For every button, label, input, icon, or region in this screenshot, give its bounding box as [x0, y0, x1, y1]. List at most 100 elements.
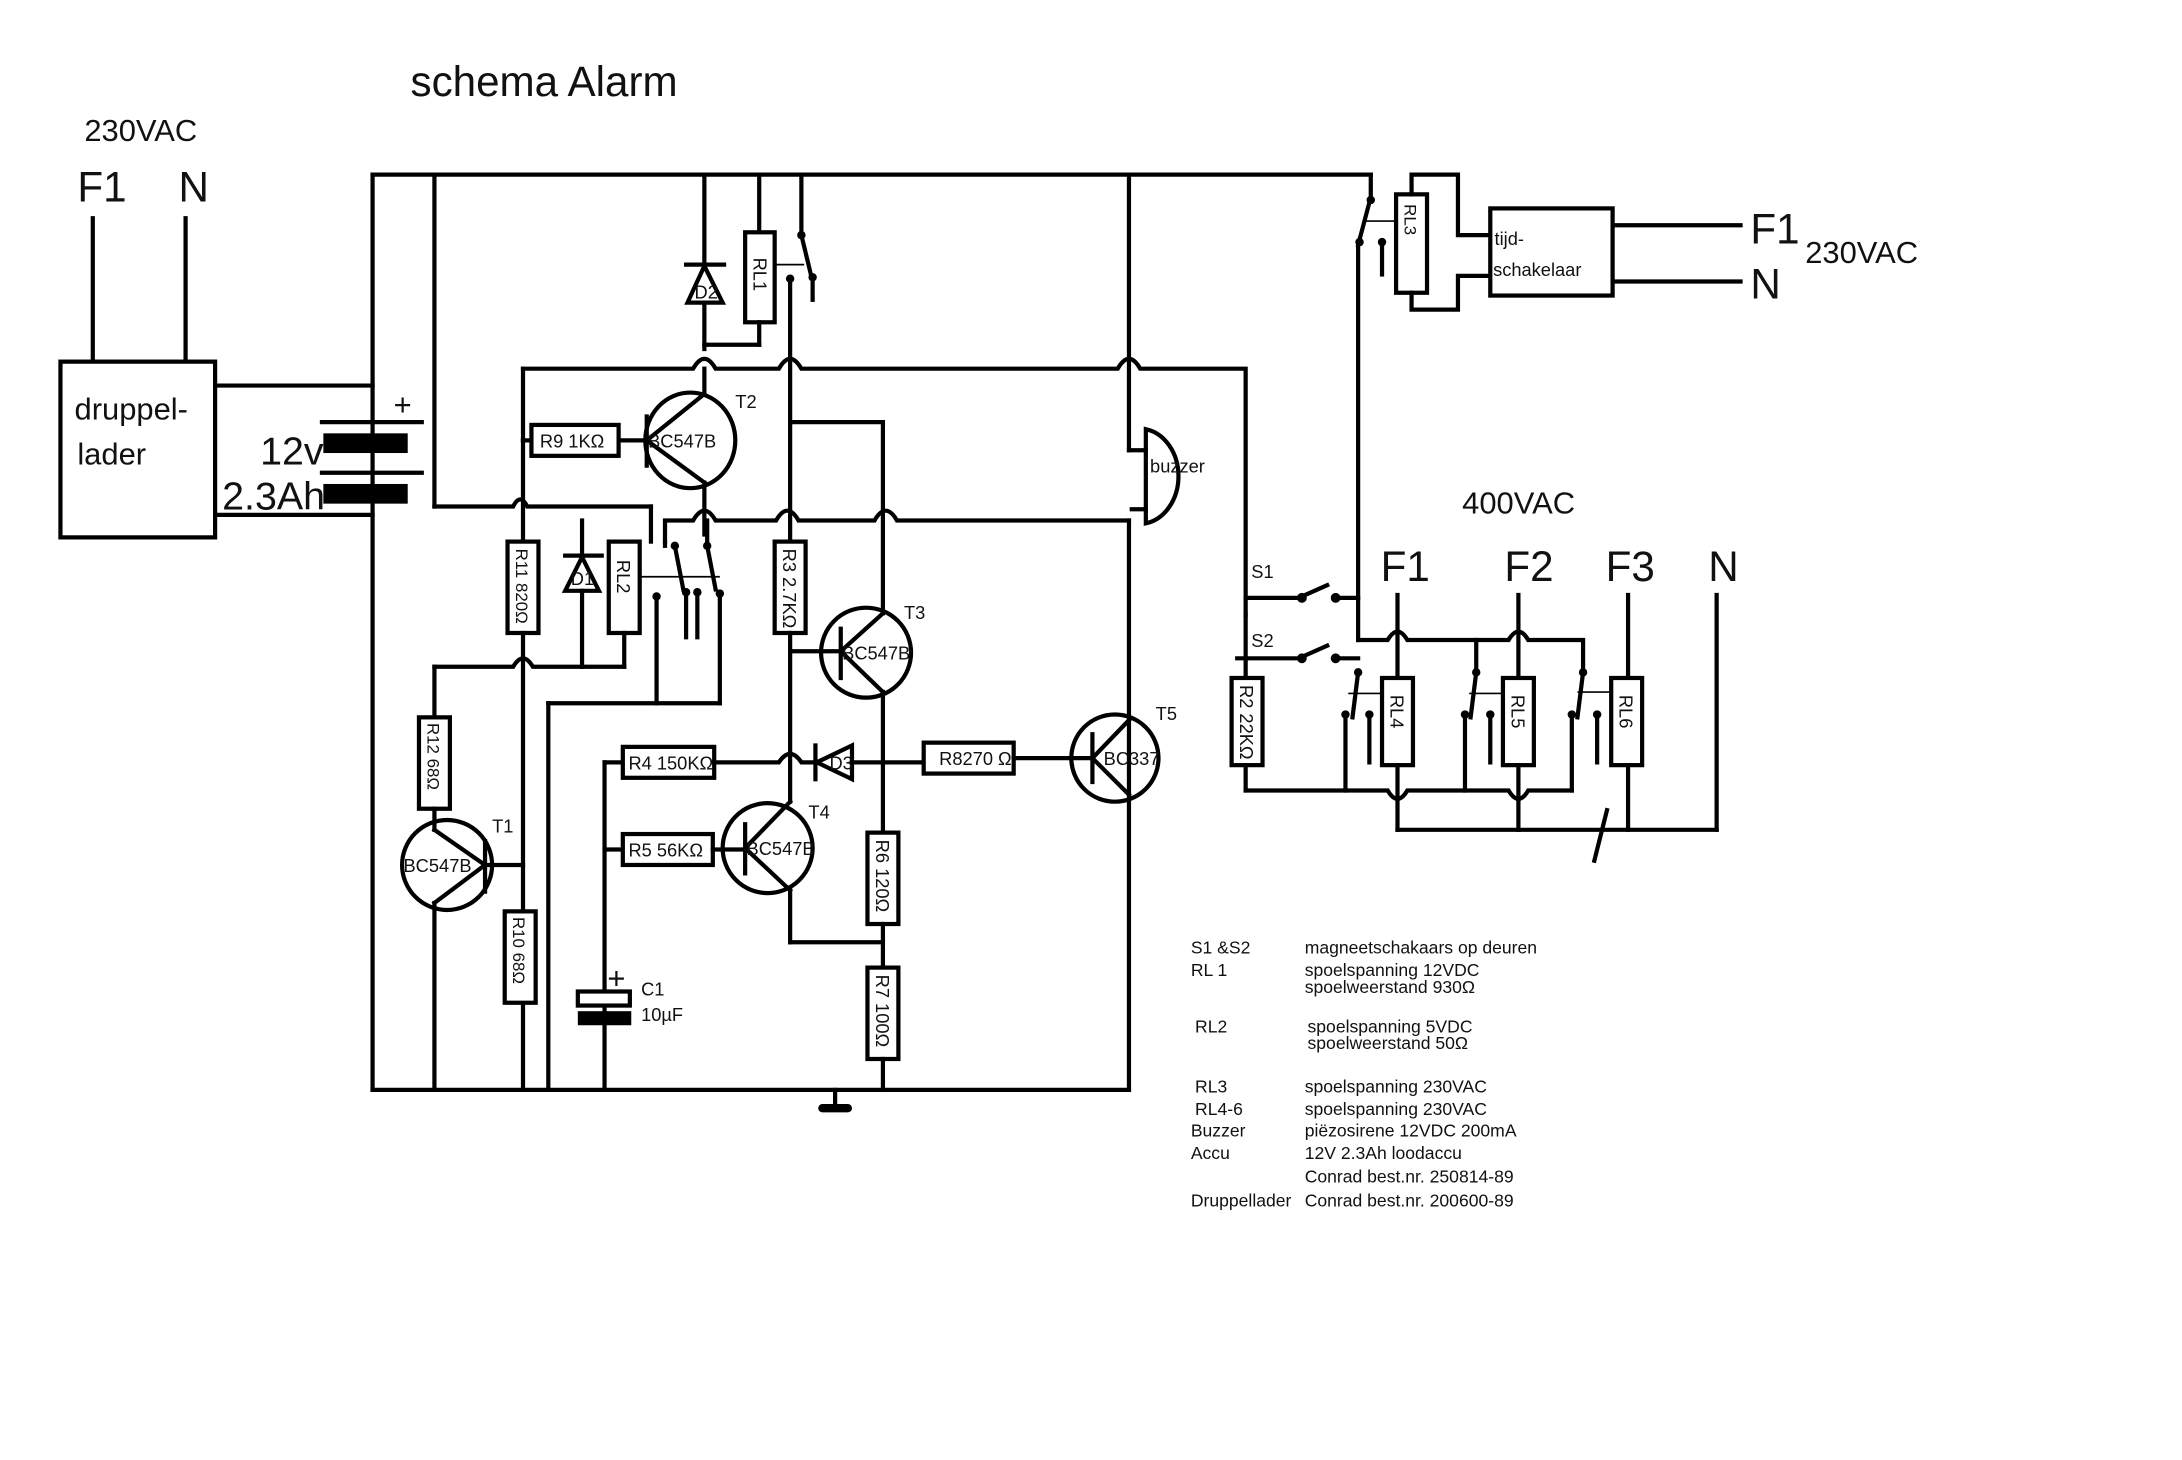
R7-label: R7 100Ω [872, 975, 893, 1048]
resistor-R4: R4 150KΩ [602, 744, 818, 780]
RL3-label: RL3 [1401, 204, 1420, 235]
R4-label: R4 150KΩ [628, 752, 713, 773]
phase-F1: F1 [1381, 543, 1430, 590]
legend-key: S1 &S2 [1191, 938, 1251, 958]
legend-description: spoelspanning 230VAC [1305, 1099, 1488, 1119]
transistor-T4: BC547B T4 [720, 798, 886, 945]
resistor-R8: R8270 Ω [921, 740, 1092, 776]
T4-type: BC547B [747, 838, 815, 859]
legend-description: 12V 2.3Ah loodaccu [1305, 1143, 1462, 1163]
T1-ref: T1 [492, 816, 513, 837]
battery-symbol: + 12v 2.3Ah [222, 387, 424, 518]
mains-left-phase: F1 [77, 163, 126, 210]
T2-ref: T2 [735, 391, 756, 412]
phase-N: N [1708, 543, 1738, 590]
R11-label: R11 820Ω [512, 549, 531, 624]
legend-description: spoelspanning 5VDC [1308, 1016, 1473, 1036]
T5-type: BC337 [1104, 748, 1160, 769]
buzzer-label: buzzer [1150, 456, 1205, 477]
T5-ref: T5 [1156, 703, 1177, 724]
resistor-R11: R11 820Ω [505, 438, 541, 1093]
legend-key: RL2 [1195, 1016, 1227, 1036]
resistor-R7: R7 100Ω [865, 965, 901, 1093]
D3-label: D3 [829, 752, 852, 773]
transistor-T3: BC547B T3 [818, 602, 925, 835]
R3-label: R3 2.7KΩ [779, 549, 800, 629]
battery-plus: + [394, 387, 412, 422]
T4-ref: T4 [808, 802, 829, 823]
diode-D1: D1 [561, 518, 604, 669]
T1-type: BC547B [404, 855, 472, 876]
resistor-R5: R5 56KΩ [602, 831, 748, 868]
phase-relays: RL4 RL5 RL6 [1243, 592, 1719, 864]
power-rails [370, 172, 1373, 1113]
RL5-label: RL5 [1507, 695, 1528, 729]
resistor-R3: R3 2.7KΩ [772, 539, 843, 804]
C1-ref: C1 [641, 979, 664, 1000]
phase-F2: F2 [1504, 543, 1553, 590]
mains-left-voltage: 230VAC [84, 113, 197, 148]
R6-label: R6 120Ω [872, 840, 893, 913]
legend-description: spoelweerstand 50Ω [1308, 1033, 1469, 1053]
R12-label: R12 68Ω [423, 723, 442, 790]
legend-description: piëzosirene 12VDC 200mA [1305, 1120, 1517, 1140]
D1-label: D1 [571, 568, 594, 589]
timer-label-1: tijd- [1495, 228, 1524, 249]
legend-key: Accu [1191, 1143, 1230, 1163]
legend-description: spoelweerstand 930Ω [1305, 977, 1475, 997]
legend-key: RL 1 [1191, 960, 1227, 980]
wire-signal-367 [662, 508, 1132, 544]
charger-label-2: lader [77, 436, 146, 471]
capacitor-C1: + C1 10µF [575, 961, 683, 1026]
relay-RL1: RL1 [702, 172, 817, 361]
R2-label: R2 22KΩ [1236, 685, 1257, 760]
legend-description: magneetschakaars op deuren [1305, 938, 1537, 958]
relay-RL3: RL3 [1355, 172, 1493, 643]
R8-label: R8270 Ω [939, 748, 1012, 769]
RL6-label: RL6 [1616, 695, 1637, 729]
RL1-label: RL1 [750, 258, 771, 292]
mains-right-voltage: 230VAC [1805, 235, 1918, 270]
mains-left-neutral: N [179, 163, 209, 210]
legend-key: RL4-6 [1195, 1099, 1243, 1119]
RL4-label: RL4 [1386, 695, 1407, 729]
C1-plus: + [607, 961, 625, 996]
diode-D2: D2 [683, 172, 727, 352]
schematic-title: schema Alarm [411, 58, 678, 105]
legend-description: Conrad best.nr. 250814-89 [1305, 1167, 1514, 1187]
mains-left-wires [90, 216, 188, 364]
timer-label-2: schakelaar [1493, 259, 1581, 280]
transistor-T1: BC547B T1 [399, 816, 526, 1093]
mains-right-phase: F1 [1750, 206, 1799, 253]
legend-description: spoelspanning 230VAC [1305, 1077, 1488, 1097]
legend-description: Conrad best.nr. 200600-89 [1305, 1191, 1514, 1211]
timer-switch-box: tijd- schakelaar [1488, 206, 1743, 298]
resistor-R10: R10 68Ω [502, 909, 538, 1005]
battery-voltage: 12v [260, 429, 324, 473]
three-phase-voltage: 400VAC [1462, 485, 1575, 520]
door-switches: S1 S2 [1235, 561, 1361, 681]
resistor-R12: R12 68Ω [416, 715, 453, 832]
T3-type: BC547B [842, 643, 910, 664]
T3-ref: T3 [904, 602, 925, 623]
legend-key: Druppellader [1191, 1191, 1292, 1211]
diode-D3: D3 [811, 742, 926, 783]
R9-label: R9 1KΩ [540, 430, 604, 451]
phase-F3: F3 [1606, 543, 1655, 590]
legend-key: RL3 [1195, 1077, 1227, 1097]
legend-key: Buzzer [1191, 1120, 1246, 1140]
resistor-R9: R9 1KΩ [520, 422, 649, 458]
T2-type: BC547B [648, 430, 716, 451]
C1-value: 10µF [641, 1004, 683, 1025]
legend-description: spoelspanning 12VDC [1305, 960, 1480, 980]
D2-label: D2 [695, 281, 718, 302]
RL2-label: RL2 [613, 560, 634, 594]
R10-label: R10 68Ω [509, 917, 528, 984]
relay-RL2: RL2 [432, 518, 725, 1093]
component-legend: S1 &S2 magneetschakaars op deuren RL 1 spoe… [1191, 938, 1537, 1211]
charger-box: druppel- lader [58, 359, 218, 540]
resistor-R6: R6 120Ω [865, 830, 901, 970]
transistor-T2: BC547B T2 [643, 366, 757, 537]
S2-label: S2 [1251, 630, 1273, 651]
